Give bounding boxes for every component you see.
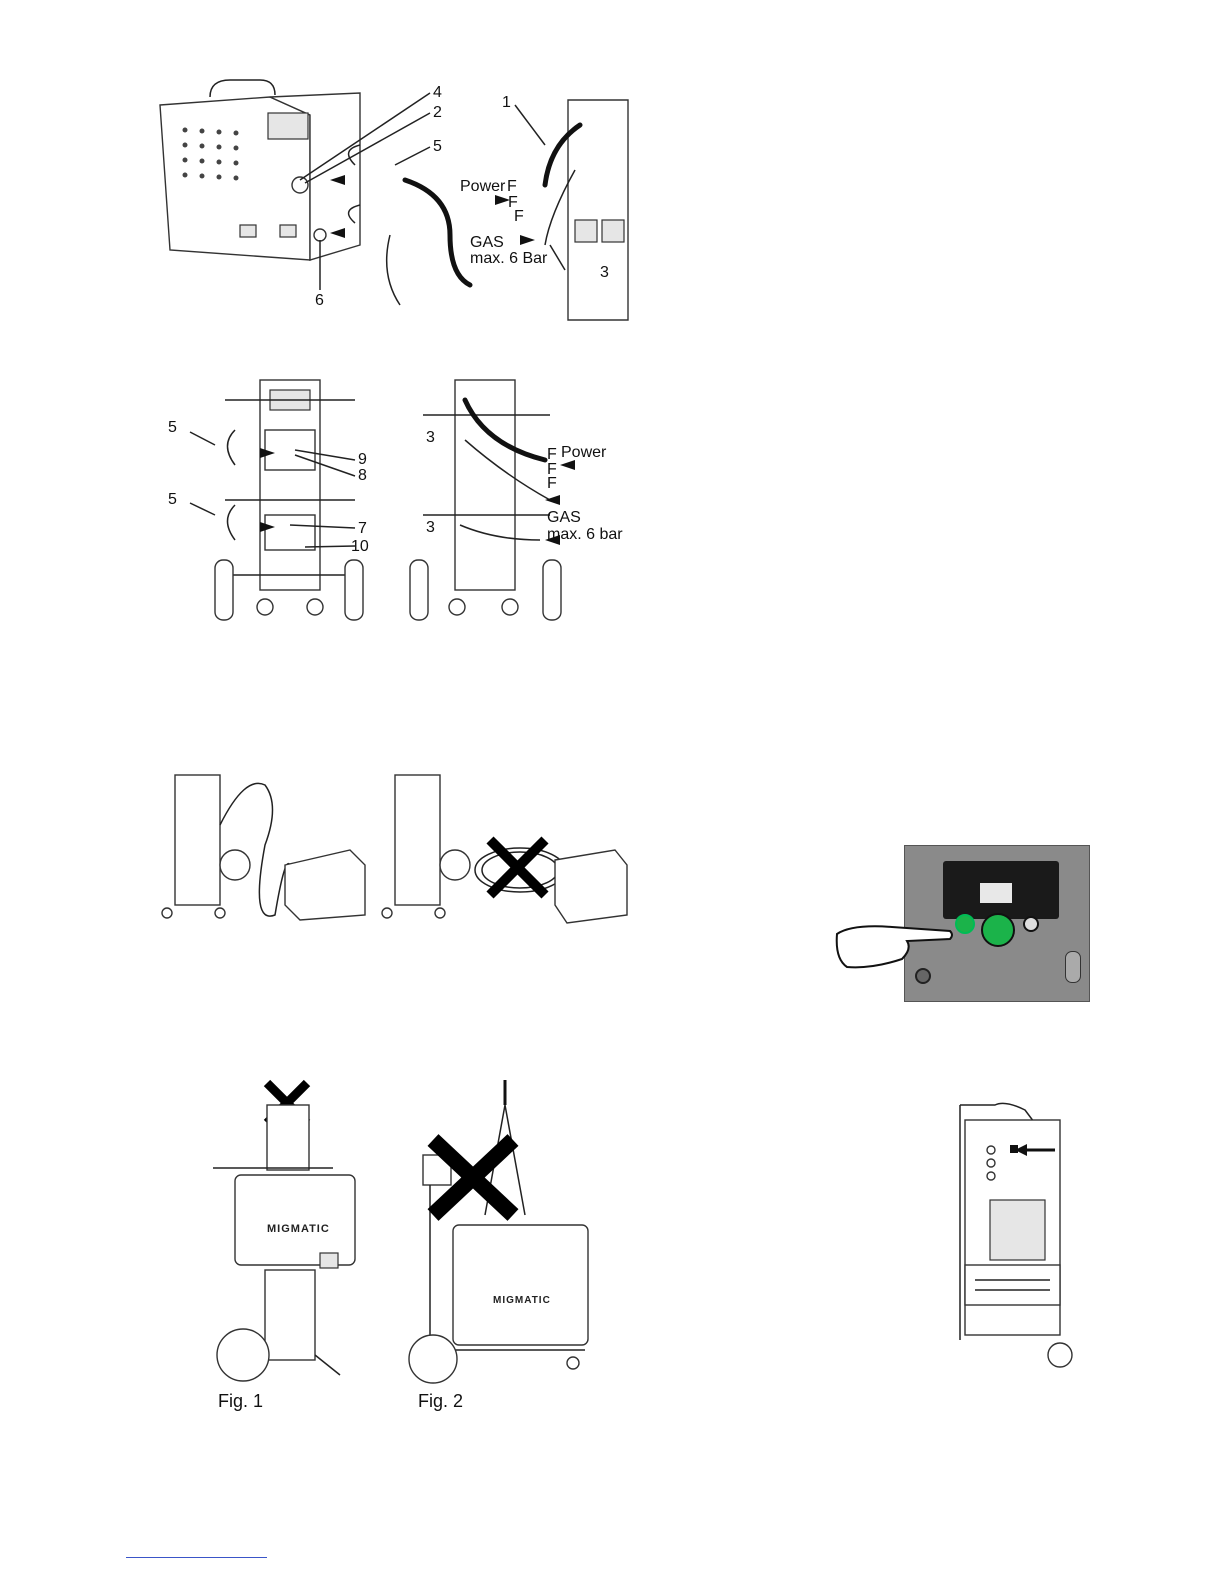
callout-5: 5 (168, 492, 177, 508)
brand-mark: MIGMATIC (267, 1223, 330, 1235)
control-panel-figure (832, 845, 1090, 1002)
callout-3: 3 (426, 520, 435, 536)
storage-knob-icon (1065, 951, 1081, 983)
connection-drawing-machine (150, 75, 660, 335)
connection-figure-trolley: 5 5 9 8 7 10 3 3 Power F F F GAS max. 6 … (165, 375, 625, 625)
power-label: Power (460, 179, 505, 195)
pointing-hand-icon (832, 919, 952, 979)
lifting-figure: MIGMATIC MIGMATIC Fig. 1 Fig. 2 (205, 1075, 605, 1415)
callout-5: 5 (168, 420, 177, 436)
control-panel-display-area (943, 861, 1059, 919)
callout-9: 9 (358, 452, 367, 468)
figure-caption-fig-1: Fig. 1 (218, 1391, 263, 1412)
callout-3: 3 (426, 430, 435, 446)
connection-drawing-trolley (165, 375, 625, 625)
callout-8: 8 (358, 468, 367, 484)
side-view-drawing (955, 1100, 1090, 1370)
callout-4: 4 (433, 85, 442, 101)
gas-label: GAS (470, 235, 504, 251)
connection-figure-machine: 4 2 5 6 1 3 Power F F F GAS max. 6 Bar (150, 75, 660, 335)
callout-5: 5 (433, 139, 442, 155)
phase-label: F (507, 179, 517, 195)
callout-7: 7 (358, 521, 367, 537)
callout-2: 2 (433, 105, 442, 121)
brand-mark: MIGMATIC (493, 1295, 551, 1306)
secondary-button[interactable] (1023, 916, 1039, 932)
power-label: Power (561, 445, 606, 461)
phase-label: F (514, 209, 524, 225)
gas-pressure-label: max. 6 bar (547, 527, 623, 543)
cable-routing-figure (155, 765, 635, 925)
lcd-display (980, 883, 1012, 903)
gas-label: GAS (547, 510, 581, 526)
start-button[interactable] (981, 913, 1015, 947)
callout-3: 3 (600, 265, 609, 281)
figure-caption-fig-2: Fig. 2 (418, 1391, 463, 1412)
callout-6: 6 (315, 293, 324, 309)
select-button[interactable] (955, 914, 975, 934)
footer-rule (126, 1557, 267, 1558)
lifting-drawing (205, 1075, 605, 1395)
gas-pressure-label: max. 6 Bar (470, 251, 547, 267)
phase-label: F (547, 476, 557, 492)
callout-10: 10 (351, 539, 369, 555)
cable-routing-drawing (155, 765, 635, 925)
side-view-figure (955, 1100, 1090, 1370)
callout-1: 1 (502, 95, 511, 111)
